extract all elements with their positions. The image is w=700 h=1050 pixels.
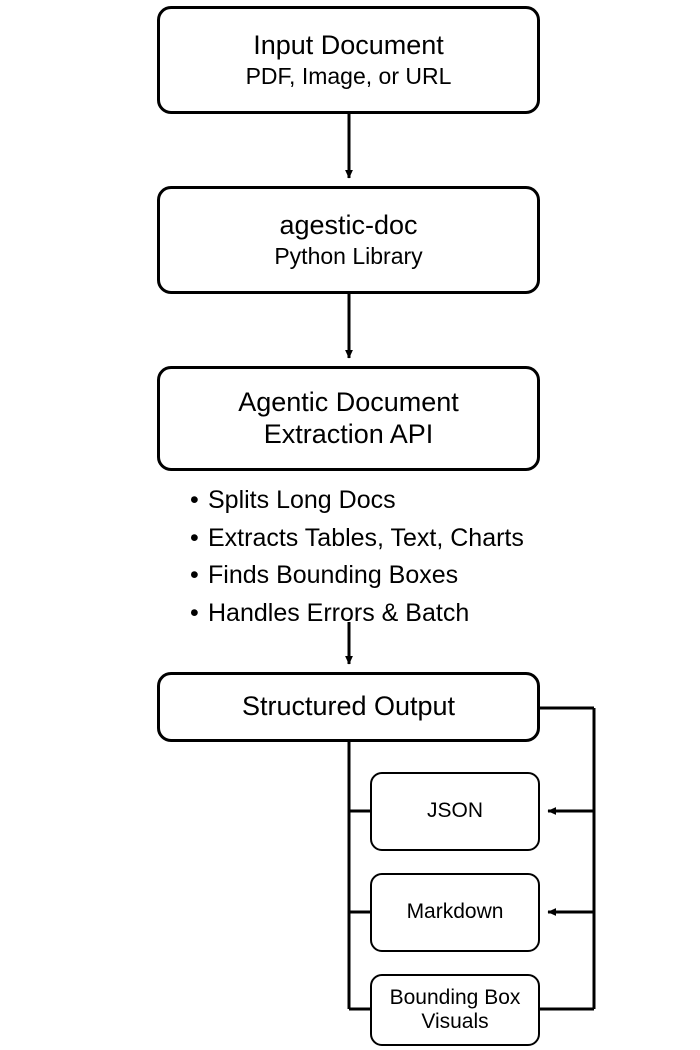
node-extraction-api[interactable]: Agentic Document Extraction API: [157, 366, 540, 471]
feature-list: • Splits Long Docs • Extracts Tables, Te…: [190, 482, 610, 632]
node-agestic-doc-subtitle: Python Library: [274, 243, 423, 270]
node-structured-output[interactable]: Structured Output: [157, 672, 540, 742]
node-input-document-subtitle: PDF, Image, or URL: [245, 63, 452, 90]
connector-output-right-bus: [540, 706, 596, 1011]
node-json[interactable]: JSON: [370, 772, 540, 851]
node-json-title: JSON: [426, 799, 483, 823]
bullet-icon: •: [190, 486, 199, 514]
node-markdown-title: Markdown: [406, 900, 504, 924]
list-item: • Splits Long Docs: [190, 482, 610, 520]
list-item: • Extracts Tables, Text, Charts: [190, 520, 610, 558]
connector-output-left-bus: [347, 742, 371, 1011]
list-item-label: Handles Errors & Batch: [208, 598, 470, 627]
list-item-label: Extracts Tables, Text, Charts: [208, 523, 524, 552]
node-extraction-api-title: Agentic Document Extraction API: [238, 387, 459, 449]
node-markdown[interactable]: Markdown: [370, 873, 540, 952]
list-item-label: Splits Long Docs: [208, 486, 396, 514]
list-item-label: Finds Bounding Boxes: [208, 561, 459, 589]
node-bounding-box-visuals[interactable]: Bounding Box Visuals: [370, 974, 540, 1046]
node-bounding-box-visuals-title: Bounding Box Visuals: [389, 985, 521, 1033]
node-structured-output-title: Structured Output: [241, 691, 456, 722]
bullet-icon: •: [190, 523, 199, 552]
bullet-icon: •: [190, 561, 199, 589]
node-agestic-doc-title: agestic-doc: [279, 209, 418, 240]
list-item: • Handles Errors & Batch: [190, 595, 610, 633]
bullet-icon: •: [190, 598, 199, 627]
node-input-document[interactable]: Input Document PDF, Image, or URL: [157, 6, 540, 114]
list-item: • Finds Bounding Boxes: [190, 557, 610, 595]
node-agestic-doc[interactable]: agestic-doc Python Library: [157, 186, 540, 294]
node-input-document-title: Input Document: [253, 29, 444, 60]
